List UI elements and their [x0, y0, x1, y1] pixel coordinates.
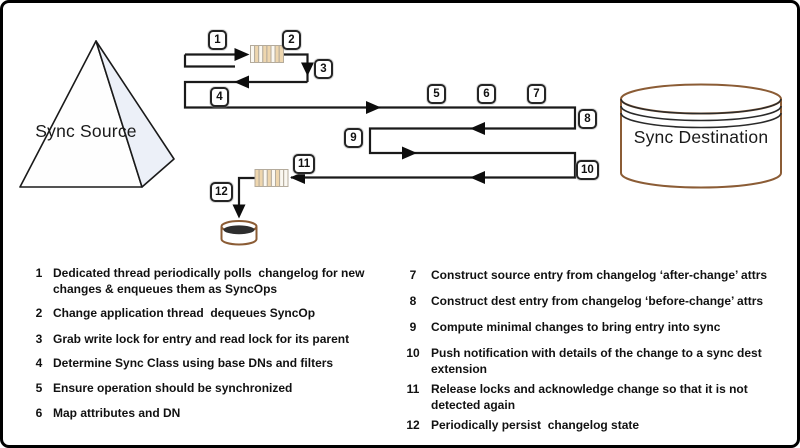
- step-badge-11: 11: [293, 154, 316, 174]
- legend-item-4: 4 Determine Sync Class using base DNs an…: [31, 355, 389, 371]
- legend-text-8: Construct dest entry from changelog ‘bef…: [431, 294, 764, 308]
- step-badge-12: 12: [210, 182, 233, 202]
- legend-num-12: 12: [406, 418, 420, 432]
- legend-num-5: 5: [35, 381, 43, 395]
- sync-source-pyramid-icon: [19, 40, 175, 188]
- legend-text-1: Dedicated thread periodically polls chan…: [53, 266, 368, 296]
- legend-item-3: 3 Grab write lock for entry and read loc…: [31, 331, 389, 347]
- legend-num-1: 1: [35, 266, 43, 280]
- step-badge-4: 4: [210, 87, 229, 107]
- diagram-canvas: [19, 40, 782, 246]
- legend-num-11: 11: [406, 382, 420, 396]
- legend-item-2: 2 Change application thread dequeues Syn…: [31, 305, 389, 321]
- legend-item-7: 7 Construct source entry from changelog …: [401, 267, 785, 283]
- legend-num-8: 8: [409, 294, 417, 308]
- legend-num-6: 6: [35, 406, 43, 420]
- step-badge-8: 8: [578, 109, 597, 129]
- step-badge-2: 2: [282, 30, 301, 50]
- legend-item-12: 12 Periodically persist changelog state: [401, 417, 785, 433]
- legend-text-11: Release locks and acknowledge change so …: [431, 382, 752, 412]
- step-badge-3: 3: [314, 59, 333, 79]
- legend-text-12: Periodically persist changelog state: [431, 418, 640, 432]
- legend-item-11: 11 Release locks and acknowledge change …: [401, 381, 785, 413]
- legend-item-8: 8 Construct dest entry from changelog ‘b…: [401, 293, 785, 309]
- legend-item-1: 1 Dedicated thread periodically polls ch…: [31, 265, 389, 297]
- legend-num-9: 9: [409, 320, 417, 334]
- legend-num-3: 3: [35, 332, 43, 346]
- syncop-queue-icon: [250, 45, 285, 63]
- sync-destination-label: Sync Destination: [633, 127, 769, 147]
- legend-item-10: 10 Push notification with details of the…: [401, 345, 785, 377]
- legend-num-2: 2: [35, 306, 43, 320]
- step-badge-6: 6: [477, 84, 496, 104]
- legend-item-6: 6 Map attributes and DN: [31, 405, 389, 421]
- legend-text-9: Compute minimal changes to bring entry i…: [431, 320, 721, 334]
- ack-queue-icon: [254, 169, 289, 187]
- legend-item-9: 9 Compute minimal changes to bring entry…: [401, 319, 785, 335]
- step-badge-9: 9: [344, 128, 363, 148]
- legend-text-3: Grab write lock for entry and read lock …: [53, 332, 350, 346]
- legend-text-2: Change application thread dequeues SyncO…: [53, 306, 316, 320]
- legend-num-4: 4: [35, 356, 43, 370]
- legend-text-7: Construct source entry from changelog ‘a…: [431, 268, 768, 282]
- legend-item-5: 5 Ensure operation should be synchronize…: [31, 380, 389, 396]
- changelog-state-cylinder-icon: [220, 220, 258, 246]
- legend-text-6: Map attributes and DN: [53, 406, 181, 420]
- sync-destination-cylinder-icon: [620, 83, 782, 189]
- step-badge-7: 7: [527, 84, 546, 104]
- step-badge-5: 5: [427, 84, 446, 104]
- flow-arrowheads: [232, 48, 485, 219]
- legend-num-10: 10: [406, 346, 420, 360]
- legend-text-4: Determine Sync Class using base DNs and …: [53, 356, 334, 370]
- legend-num-7: 7: [409, 268, 417, 282]
- step-badge-10: 10: [576, 160, 599, 180]
- step-badge-1: 1: [208, 30, 227, 50]
- sync-source-label: Sync Source: [35, 121, 137, 141]
- legend-text-10: Push notification with details of the ch…: [431, 346, 766, 376]
- legend-text-5: Ensure operation should be synchronized: [53, 381, 293, 395]
